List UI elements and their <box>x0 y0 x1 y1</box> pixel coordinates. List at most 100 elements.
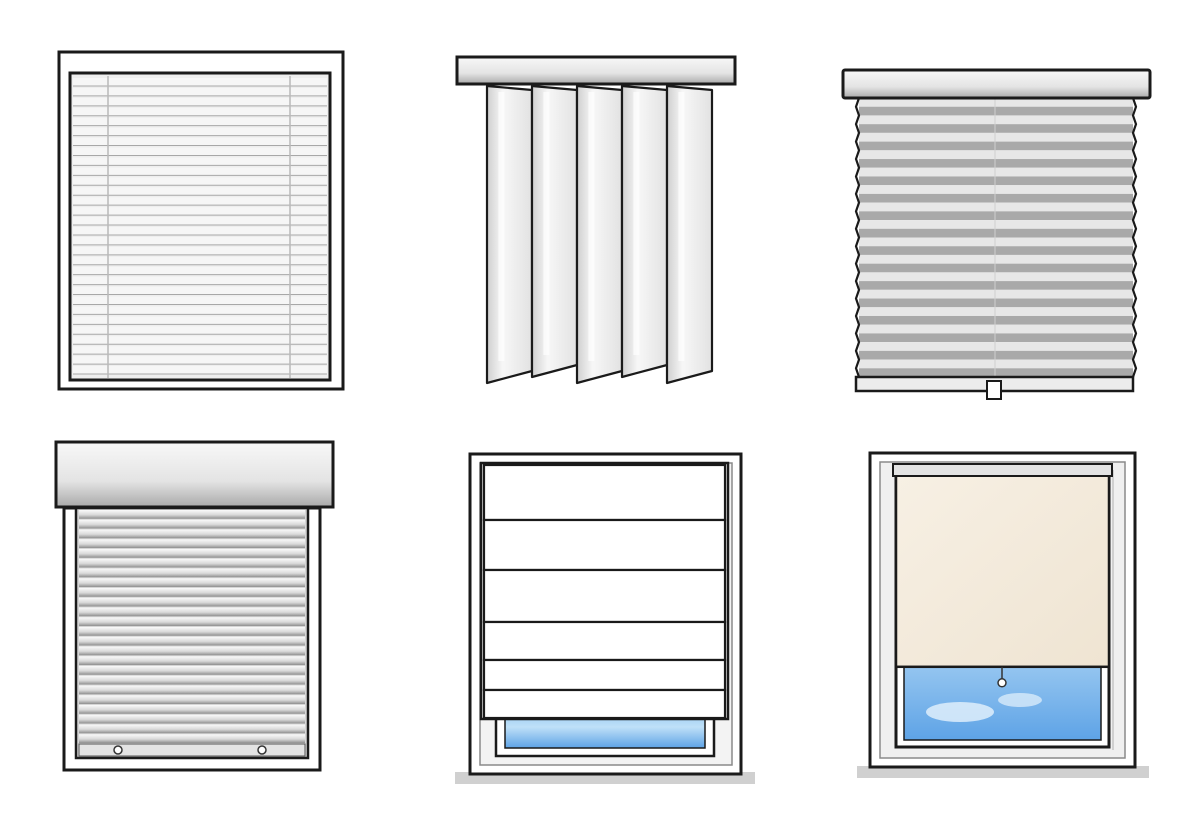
pleat-light <box>859 185 1133 194</box>
vertical-vane <box>665 84 714 385</box>
venetian-slat <box>73 346 327 354</box>
roman-fold <box>482 620 727 662</box>
pleated-blind-icon <box>841 68 1152 400</box>
venetian-slat <box>73 366 327 374</box>
roller-shutter-icon <box>54 440 335 772</box>
pleat-dark <box>859 281 1133 290</box>
vertical-vane <box>485 84 534 385</box>
pleat-dark <box>859 368 1133 377</box>
pleat-light <box>859 150 1133 160</box>
shutter-slat <box>79 597 305 607</box>
pleat-light <box>859 202 1133 212</box>
roman-fold <box>482 463 727 522</box>
pleat-light <box>859 132 1133 142</box>
pleat-light <box>859 307 1133 316</box>
venetian-slat <box>73 286 327 295</box>
pleat-light <box>859 115 1133 125</box>
venetian-slat <box>73 78 327 86</box>
pleat-dark <box>859 350 1133 360</box>
shutter-slat <box>79 568 305 578</box>
shutter-slat <box>79 627 305 636</box>
shutter-slat <box>79 656 305 665</box>
venetian-slat <box>73 167 327 176</box>
vertical-vane <box>620 84 669 379</box>
pleat-light <box>859 98 1133 107</box>
venetian-slat <box>73 97 327 106</box>
shutter-slat <box>79 695 305 704</box>
pleat-light <box>859 237 1133 247</box>
pleat-dark <box>859 298 1133 308</box>
pleat-dark <box>859 141 1133 151</box>
venetian-slat <box>73 147 327 156</box>
shutter-slat <box>79 666 305 675</box>
venetian-slat <box>73 177 327 186</box>
pleat-light <box>859 254 1133 264</box>
venetian-slat <box>73 246 327 255</box>
venetian-slat <box>73 356 327 364</box>
roman-fold <box>482 688 727 720</box>
venetian-slat <box>73 207 327 215</box>
venetian-slat <box>73 87 327 96</box>
pleat-light <box>859 272 1133 282</box>
venetian-slat <box>73 157 327 166</box>
pleat-dark <box>859 106 1133 116</box>
shutter-slat <box>79 529 305 539</box>
pleat-dark <box>859 263 1133 273</box>
shutter-slat <box>79 685 305 695</box>
pleat-light <box>859 324 1133 334</box>
venetian-slat <box>73 217 327 225</box>
roman-fold <box>482 518 727 572</box>
venetian-slat <box>73 227 327 235</box>
vertical-blind-icon <box>455 55 737 385</box>
pleat-dark <box>859 211 1133 221</box>
venetian-slat <box>73 296 327 305</box>
pleat-dark <box>859 315 1133 325</box>
shutter-slat <box>79 714 305 724</box>
venetian-slat <box>73 107 327 116</box>
vertical-vane <box>575 84 624 385</box>
roman-blind-icon <box>455 452 755 784</box>
shutter-slat <box>79 646 305 656</box>
venetian-slat <box>73 266 327 275</box>
shutter-slat <box>79 617 305 626</box>
venetian-blind-icon <box>57 50 345 391</box>
venetian-slat <box>73 197 327 205</box>
shutter-slat <box>79 519 305 529</box>
pleat-light <box>859 359 1133 369</box>
roller-blind-icon <box>857 451 1149 778</box>
shutter-bottom-bar <box>78 743 306 757</box>
venetian-slat <box>73 256 327 265</box>
venetian-slat <box>73 137 327 146</box>
pleat-dark <box>859 124 1133 133</box>
shutter-slat <box>79 724 305 734</box>
venetian-slat <box>73 316 327 325</box>
venetian-slat <box>73 306 327 315</box>
pleat-dark <box>859 246 1133 255</box>
venetian-slat <box>73 276 327 285</box>
pleat-light <box>859 220 1133 229</box>
shutter-slat <box>79 578 305 587</box>
shutter-slat <box>79 607 305 617</box>
venetian-slat <box>73 326 327 335</box>
shutter-slat <box>79 549 305 558</box>
pleat-dark <box>859 176 1133 186</box>
venetian-slat <box>73 127 327 136</box>
shutter-slat <box>79 510 305 519</box>
shutter-slat <box>79 636 305 646</box>
pleat-light <box>859 289 1133 299</box>
roman-fold <box>482 658 727 692</box>
venetian-slat <box>73 187 327 196</box>
shutter-slat <box>79 539 305 548</box>
venetian-slat <box>73 336 327 345</box>
shutter-slat <box>79 558 305 568</box>
pleat-dark <box>859 193 1133 203</box>
shutter-slat <box>79 675 305 685</box>
vertical-vane <box>530 84 579 379</box>
venetian-slat <box>73 236 327 245</box>
roman-fold <box>482 568 727 624</box>
shutter-slat <box>79 705 305 714</box>
pleat-dark <box>859 159 1133 168</box>
venetian-slat <box>73 117 327 126</box>
